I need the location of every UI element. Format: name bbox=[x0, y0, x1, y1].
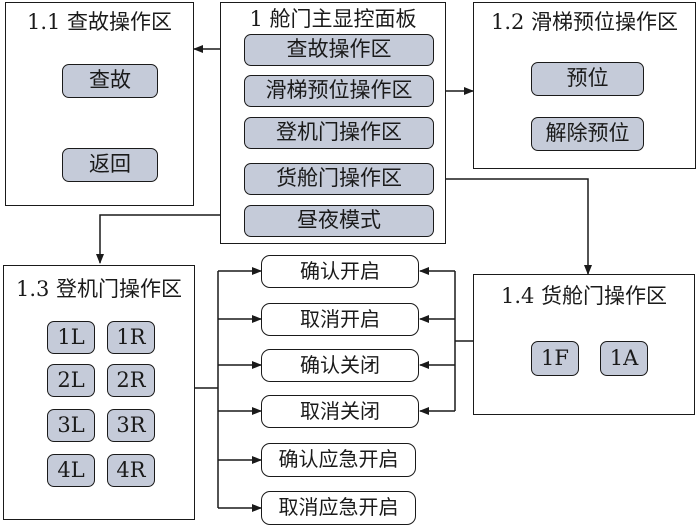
door-4R-button[interactable]: 4R bbox=[107, 454, 155, 487]
cancel-emergency-open-button[interactable]: 取消应急开启 bbox=[261, 491, 416, 525]
fault-panel-title: 1.1 查故操作区 bbox=[26, 10, 173, 34]
arrow-to-cargo-panel bbox=[434, 178, 592, 275]
cargo-door-area-button[interactable]: 货舱门操作区 bbox=[244, 163, 434, 195]
disarm-button[interactable]: 解除预位 bbox=[531, 117, 644, 151]
fault-area-button[interactable]: 查故操作区 bbox=[244, 34, 434, 66]
cargo-door-panel: 1.4 货舱门操作区 bbox=[473, 274, 695, 415]
slide-arm-area-button[interactable]: 滑梯预位操作区 bbox=[244, 75, 434, 107]
door-1F-button[interactable]: 1F bbox=[531, 341, 579, 376]
door-1L-button[interactable]: 1L bbox=[47, 321, 95, 354]
confirm-open-button[interactable]: 确认开启 bbox=[261, 255, 419, 288]
arm-button[interactable]: 预位 bbox=[531, 62, 644, 96]
door-3R-button[interactable]: 3R bbox=[107, 409, 155, 442]
door-3L-button[interactable]: 3L bbox=[47, 409, 95, 442]
boarding-door-area-button[interactable]: 登机门操作区 bbox=[244, 117, 434, 149]
door-1A-button[interactable]: 1A bbox=[600, 341, 648, 376]
confirm-emergency-open-button[interactable]: 确认应急开启 bbox=[261, 443, 416, 477]
door-4L-button[interactable]: 4L bbox=[47, 454, 95, 487]
boarding-panel-title: 1.3 登机门操作区 bbox=[15, 277, 183, 301]
main-panel-title: 1 舱门主显控面板 bbox=[249, 7, 417, 31]
slide-panel-title: 1.2 滑梯预位操作区 bbox=[490, 10, 679, 34]
cancel-open-button[interactable]: 取消开启 bbox=[261, 303, 419, 336]
door-2L-button[interactable]: 2L bbox=[47, 364, 95, 397]
cancel-close-button[interactable]: 取消关闭 bbox=[261, 395, 419, 428]
boarding-door-panel: 1.3 登机门操作区 bbox=[3, 265, 195, 520]
fault-check-button[interactable]: 查故 bbox=[62, 64, 158, 98]
day-night-mode-button[interactable]: 昼夜模式 bbox=[244, 205, 434, 237]
cargo-panel-title: 1.4 货舱门操作区 bbox=[500, 284, 668, 308]
back-button[interactable]: 返回 bbox=[62, 148, 158, 182]
confirm-close-button[interactable]: 确认关闭 bbox=[261, 349, 419, 382]
door-2R-button[interactable]: 2R bbox=[107, 364, 155, 397]
door-1R-button[interactable]: 1R bbox=[107, 321, 155, 354]
